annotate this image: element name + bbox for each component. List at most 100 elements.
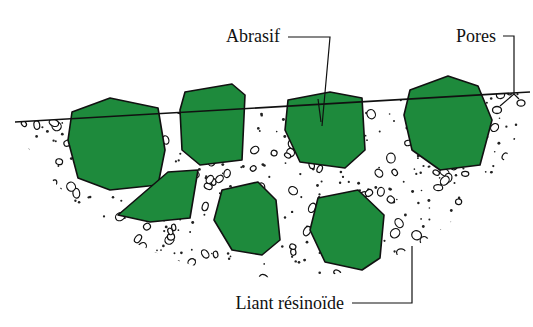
grit-dot <box>77 90 79 92</box>
grit-dot <box>211 253 213 255</box>
grit-dot <box>18 149 21 152</box>
grit-dot <box>21 113 23 115</box>
pore <box>471 220 480 229</box>
grit-dot <box>528 234 530 236</box>
grit-dot <box>515 176 518 179</box>
grit-dot <box>156 249 158 251</box>
grit-dot <box>53 256 55 258</box>
pore <box>287 185 299 196</box>
grit-dot <box>507 207 509 209</box>
abrasive-grain <box>118 170 198 222</box>
grit-dot <box>479 214 482 217</box>
grit-dot <box>419 171 421 173</box>
grit-dot <box>110 96 112 98</box>
grit-dot <box>284 216 286 218</box>
grit-dot <box>27 148 29 150</box>
pore <box>65 181 77 193</box>
pore <box>147 251 160 263</box>
grit-dot <box>77 213 80 216</box>
grit-dot <box>112 196 115 199</box>
grit-dot <box>490 97 493 100</box>
pore <box>462 171 469 176</box>
pore <box>496 91 506 100</box>
grit-dot <box>497 142 500 145</box>
grit-dot <box>486 272 489 275</box>
grit-dot <box>175 105 178 108</box>
grit-dot <box>436 268 438 270</box>
grit-dot <box>515 123 517 125</box>
grit-dot <box>488 216 490 218</box>
grit-dot <box>35 135 38 138</box>
grit-dot <box>524 240 527 243</box>
leader-line <box>352 246 412 303</box>
pore <box>434 274 442 281</box>
grit-dot <box>73 264 75 266</box>
pore <box>448 224 458 231</box>
pore <box>393 217 405 229</box>
pore <box>12 228 23 240</box>
grit-dot <box>373 265 376 268</box>
pore <box>155 97 165 107</box>
grit-dot <box>455 174 457 176</box>
grit-dot <box>481 204 483 206</box>
grit-dot <box>428 219 430 221</box>
pore <box>270 150 277 157</box>
grit-dot <box>450 209 453 212</box>
pore <box>389 227 402 240</box>
pore <box>145 261 154 269</box>
pore <box>213 251 219 258</box>
abrasive-grain <box>214 182 280 255</box>
grit-dot <box>276 131 278 133</box>
grit-dot <box>379 267 382 270</box>
grit-dot <box>41 126 43 128</box>
pore <box>455 199 462 205</box>
pore <box>21 146 27 154</box>
grit-dot <box>61 122 63 124</box>
grit-dot <box>499 118 501 120</box>
pore <box>249 145 260 155</box>
grit-dot <box>513 138 515 140</box>
leader-line <box>288 37 330 126</box>
pore <box>34 228 42 236</box>
grit-dot <box>417 202 419 204</box>
pore <box>410 229 423 242</box>
grit-dot <box>486 102 488 104</box>
pore <box>499 210 509 221</box>
grit-dot <box>321 180 323 182</box>
grit-dot <box>54 264 56 266</box>
grit-dot <box>19 146 21 148</box>
pore <box>428 244 436 253</box>
grit-dot <box>83 239 85 241</box>
grit-dot <box>242 165 245 168</box>
grit-dot <box>24 200 27 203</box>
pore <box>289 243 297 250</box>
grit-dot <box>166 270 169 273</box>
grit-dot <box>291 256 293 258</box>
pore <box>500 180 507 186</box>
grit-dot <box>414 168 416 170</box>
grit-dot <box>497 242 499 244</box>
grit-dot <box>340 171 343 174</box>
grit-dot <box>191 249 193 251</box>
grit-dot <box>519 238 522 241</box>
grit-dot <box>32 227 35 230</box>
grit-dot <box>524 237 526 239</box>
abrasive-grain <box>310 190 384 270</box>
grit-dot <box>282 118 285 121</box>
grit-dot <box>88 196 90 198</box>
pore <box>32 178 41 187</box>
grit-dot <box>73 242 75 244</box>
pore <box>133 233 143 244</box>
grit-dot <box>50 113 52 115</box>
grit-dot <box>389 113 391 115</box>
grit-dot <box>268 176 270 178</box>
grit-dot <box>267 94 269 96</box>
grit-dot <box>510 180 512 182</box>
grit-dot <box>59 267 61 269</box>
grit-dot <box>58 102 60 104</box>
grit-dot <box>16 187 18 189</box>
grit-dot <box>439 177 441 179</box>
grit-dot <box>396 91 399 94</box>
grit-dot <box>481 229 484 232</box>
